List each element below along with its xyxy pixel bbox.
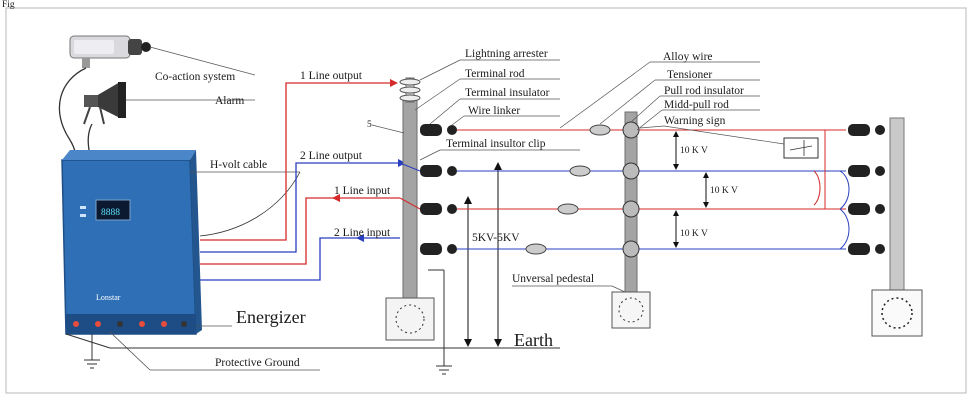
label-earth: Earth [514,330,553,350]
terminal-rod-pole [385,77,435,341]
energizer-brand: Lonstar [96,293,121,302]
end-terminal-pole [848,117,923,337]
label-alarm: Alarm [215,95,244,107]
label-midd-pull-rod: Midd-pull rod [664,99,729,111]
label-line2-input: 2 Line input [334,227,391,239]
label-kv-bottom: 10 K V [680,229,708,239]
label-line1-input: 1 Line input [334,185,391,197]
wire-line1-input [200,197,400,265]
diagram-heading: Fig [2,0,15,10]
energizer-display-value: 8888 [101,208,120,218]
label-h-volt-cable: H-volt cable [210,159,267,171]
wire-line1-output [200,82,390,241]
label-pole-number: 5 [367,120,372,130]
label-kv-top: 10 K V [680,146,708,156]
camera-icon [69,35,151,68]
energizer-ground-icon [84,334,100,369]
label-universal-pedestal: Unversal pedestal [512,273,594,285]
label-wire-linker: Wire linker [468,105,520,117]
terminal-insulator-icon [420,124,457,255]
diagram-frame [5,7,967,394]
label-terminal-rod: Terminal rod [465,68,525,80]
energizer-unit: 8888 Lonstar [61,150,202,335]
pole-ground-icon [428,269,452,375]
midd-pull-rod-pole [611,111,651,329]
tensioner-icon [525,124,611,255]
label-pull-rod-insulator: Pull rod insulator [664,85,744,97]
label-terminal-insulator: Terminal insulator [465,87,550,99]
label-line1-output: 1 Line output [300,70,363,82]
label-energizer: Energizer [236,307,306,327]
label-terminal-insultor-clip: Terminal insultor clip [446,138,546,150]
label-line2-output: 2 Line output [300,150,363,162]
camera-cable [58,67,87,163]
label-voltage-range: 5KV-5KV [472,232,520,244]
label-kv-mid: 10 K V [710,186,738,196]
label-co-action-system: Co-action system [155,71,235,83]
label-lightning-arrester: Lightning arrester [465,48,548,60]
h-volt-cable-line [199,171,301,237]
label-protective-ground: Protective Ground [215,357,300,369]
label-alloy-wire: Alloy wire [663,51,713,63]
wire-line2-output [200,162,400,253]
energizer-display [95,199,131,221]
label-warning-sign: Warning sign [664,115,726,127]
alarm-siren-icon [83,82,126,125]
wire-line2-input [200,237,400,281]
warning-sign-icon [783,137,819,159]
label-tensioner: Tensioner [667,69,712,81]
